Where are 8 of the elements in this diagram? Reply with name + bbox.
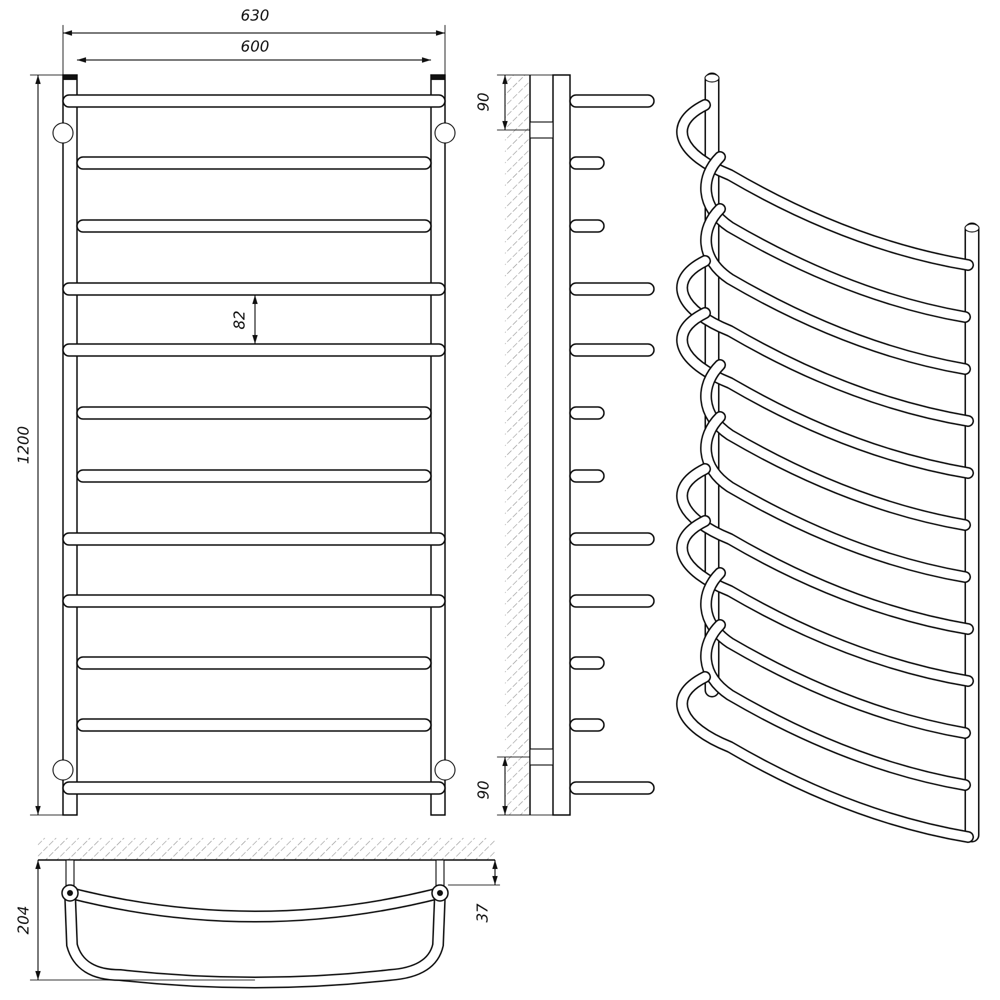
dimension-label: 82 [232,309,248,331]
dimension-label: 630 [240,8,270,24]
dimension-label: 90 [476,91,492,113]
dimension-label: 1200 [16,424,32,466]
dimension-label: 600 [240,40,270,54]
dimension-label: 204 [16,904,32,936]
dimension-label: 37 [476,902,490,924]
dimension-label: 90 [476,779,492,801]
